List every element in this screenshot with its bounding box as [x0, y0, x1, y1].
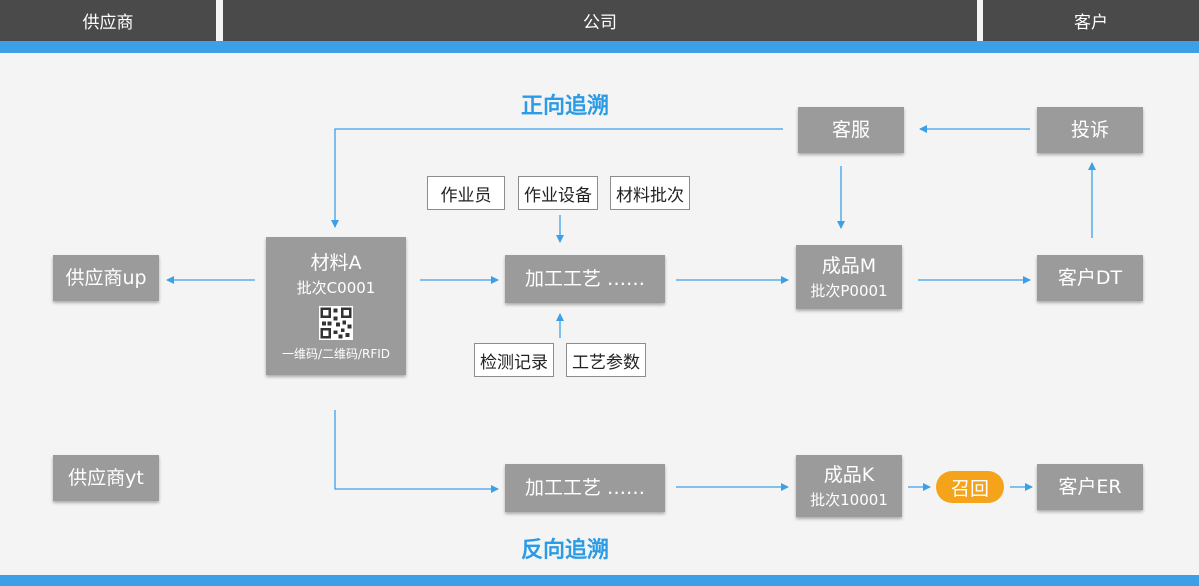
- input-operator-label: 作业员: [440, 185, 492, 206]
- recall-badge: 召回: [936, 471, 1004, 503]
- output-process-params: 工艺参数: [566, 343, 646, 377]
- complaint-node: 投诉: [1037, 107, 1143, 153]
- header-company: 公司: [223, 0, 977, 48]
- recall-label: 召回: [950, 477, 989, 500]
- header-company-label: 公司: [583, 13, 617, 33]
- arrow-material-to-process-bottom: [334, 410, 499, 493]
- material-code-types: 一维码/二维码/RFID: [281, 346, 391, 361]
- arrow-service-to-material: [331, 128, 783, 228]
- qr-code-icon: [319, 305, 353, 340]
- supplier-yt-node: 供应商yt: [53, 455, 159, 501]
- output-inspection-record-label: 检测记录: [480, 352, 548, 373]
- customer-service-label: 客服: [831, 119, 870, 141]
- input-material-batch: 材料批次: [610, 176, 690, 210]
- footer-accent-bar: [0, 575, 1199, 586]
- product-k-node: 成品K 批次10001: [796, 455, 902, 517]
- material-name: 材料A: [310, 251, 362, 274]
- customer-dt-node: 客户DT: [1037, 255, 1143, 301]
- header-customer: 客户: [983, 0, 1199, 48]
- header-accent-bar: [0, 41, 1199, 53]
- output-inspection-record: 检测记录: [474, 343, 554, 377]
- reverse-trace-label: 反向追溯: [521, 538, 610, 563]
- header-customer-label: 客户: [1074, 13, 1108, 33]
- process-top-label: 加工工艺 ……: [524, 268, 646, 290]
- input-equipment: 作业设备: [518, 176, 598, 210]
- product-k-batch: 批次10001: [810, 490, 888, 509]
- supplier-up-label: 供应商up: [65, 267, 147, 289]
- output-process-params-label: 工艺参数: [572, 352, 640, 373]
- customer-dt-label: 客户DT: [1057, 267, 1123, 289]
- process-bottom-label: 加工工艺 ……: [524, 477, 646, 499]
- input-material-batch-label: 材料批次: [616, 185, 684, 206]
- input-equipment-label: 作业设备: [524, 185, 592, 206]
- product-k-name: 成品K: [823, 463, 875, 486]
- supplier-up-node: 供应商up: [53, 255, 159, 301]
- customer-er-node: 客户ER: [1037, 464, 1143, 510]
- header-supplier: 供应商: [0, 0, 216, 48]
- product-m-node: 成品M 批次P0001: [796, 245, 902, 309]
- input-operator: 作业员: [427, 176, 505, 210]
- process-top-node: 加工工艺 ……: [505, 255, 665, 303]
- supplier-yt-label: 供应商yt: [68, 467, 144, 489]
- customer-er-label: 客户ER: [1058, 476, 1122, 498]
- complaint-label: 投诉: [1070, 119, 1109, 141]
- forward-trace-label: 正向追溯: [521, 94, 610, 119]
- product-m-batch: 批次P0001: [810, 281, 888, 300]
- product-m-name: 成品M: [821, 254, 877, 277]
- customer-service-node: 客服: [798, 107, 904, 153]
- material-node: 材料A 批次C0001 一维码/二维码/RFID: [266, 237, 406, 375]
- header-supplier-label: 供应商: [82, 13, 134, 33]
- process-bottom-node: 加工工艺 ……: [505, 464, 665, 512]
- material-batch: 批次C0001: [296, 278, 376, 297]
